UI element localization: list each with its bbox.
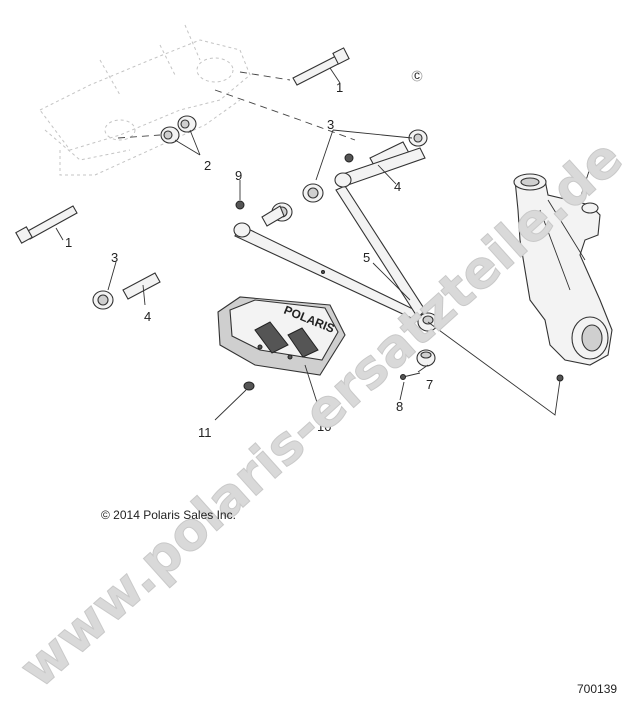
ref-line-bushing	[117, 134, 161, 139]
bolt-top	[292, 47, 350, 86]
callout-7: 7	[426, 377, 433, 392]
sleeve-left	[122, 272, 161, 300]
frame-outline	[39, 24, 251, 176]
bushing-left	[92, 290, 114, 310]
cotter-pin	[400, 372, 421, 380]
figure-number: 700139	[577, 682, 617, 696]
watermark: www.polaris-ersatzteile.de	[9, 128, 635, 700]
grease-fittings	[235, 153, 354, 210]
stamp-mark: c	[414, 68, 420, 82]
leader-lines	[55, 67, 591, 421]
bushings-2	[160, 115, 197, 144]
callout-3-top: 3	[327, 117, 334, 132]
callout-11: 11	[198, 425, 212, 440]
castle-nut	[416, 349, 436, 367]
callout-8: 8	[396, 399, 403, 414]
copyright: © 2014 Polaris Sales Inc.	[101, 508, 236, 522]
ref-line-upper	[214, 89, 356, 141]
callout-10: 10	[317, 419, 331, 434]
callout-4-top: 4	[394, 179, 401, 194]
steering-knuckle	[513, 173, 613, 382]
screw	[243, 381, 255, 391]
callouts: 1 1 2 3 3 4 4 5 6 7 8 9 10 11	[65, 80, 596, 440]
callout-4-left: 4	[144, 309, 151, 324]
a-arm-guard: POLARIS	[217, 296, 346, 376]
a-arm	[233, 147, 426, 324]
callout-1-top: 1	[336, 80, 343, 95]
arm-bushings	[261, 183, 324, 227]
callout-3-left: 3	[111, 250, 118, 265]
stamp-circle	[411, 70, 423, 82]
knuckle-mount-line	[427, 321, 561, 416]
callout-6: 6	[589, 152, 596, 167]
ref-line-bolt-top	[239, 71, 291, 81]
bolt-left	[15, 205, 78, 244]
callout-2: 2	[204, 158, 211, 173]
callout-9: 9	[235, 168, 242, 183]
callout-1-left: 1	[65, 235, 72, 250]
callout-5: 5	[363, 250, 370, 265]
